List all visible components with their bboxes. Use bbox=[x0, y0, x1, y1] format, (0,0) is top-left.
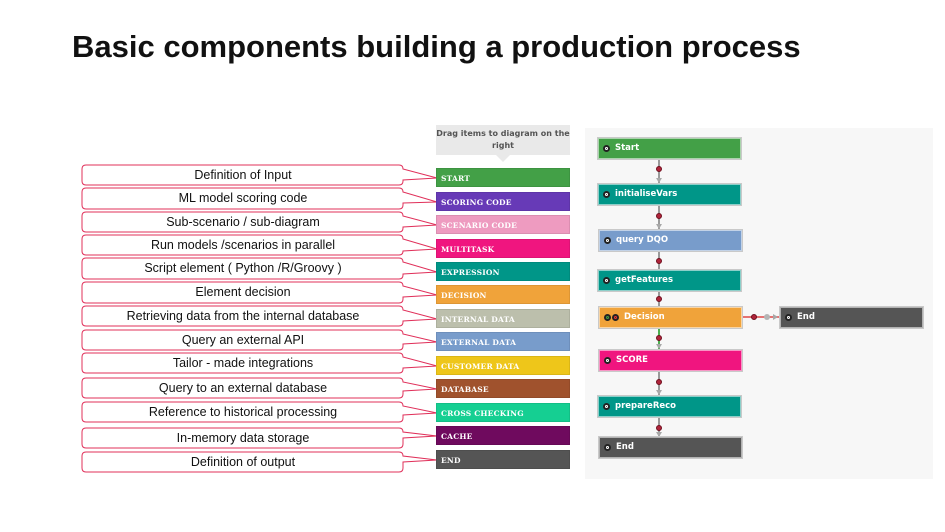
node-initialisevars[interactable]: initialiseVars bbox=[597, 183, 742, 206]
node-port-icon[interactable] bbox=[603, 191, 610, 198]
callout-start: Definition of Input bbox=[194, 168, 292, 182]
connector-handle-icon[interactable] bbox=[751, 314, 757, 320]
node-port-icon[interactable] bbox=[604, 237, 611, 244]
connector-handle-icon[interactable] bbox=[656, 335, 662, 341]
node-end[interactable]: End bbox=[598, 436, 743, 459]
node-port-icon[interactable] bbox=[603, 277, 610, 284]
node-start[interactable]: Start bbox=[597, 137, 742, 160]
node-port-icon[interactable] bbox=[785, 314, 792, 321]
palette-item-decision[interactable]: DECISION bbox=[436, 285, 570, 304]
palette-item-cross-checking[interactable]: CROSS CHECKING bbox=[436, 403, 570, 422]
connector-handle-icon[interactable] bbox=[656, 258, 662, 264]
arrow-down-icon bbox=[656, 224, 662, 229]
connector-handle-icon[interactable] bbox=[656, 166, 662, 172]
palette-item-multitask[interactable]: MULTITASK bbox=[436, 239, 570, 258]
node-label: query DQO bbox=[616, 235, 669, 245]
callout-external-data: Query an external API bbox=[181, 333, 305, 347]
connector-handle-icon[interactable] bbox=[656, 379, 662, 385]
arrow-down-icon bbox=[656, 390, 662, 395]
connector-handle-icon[interactable] bbox=[656, 425, 662, 431]
callout-cross-checking: Reference to historical processing bbox=[148, 405, 338, 419]
node-label: getFeatures bbox=[615, 275, 674, 285]
arrow-right-icon bbox=[773, 314, 778, 320]
palette-item-start[interactable]: START bbox=[436, 168, 570, 187]
node-label: End bbox=[616, 442, 634, 452]
node-label: SCORE bbox=[616, 355, 648, 365]
connector-handle-icon[interactable] bbox=[656, 213, 662, 219]
node-query-dqo[interactable]: query DQO bbox=[598, 229, 743, 252]
palette-item-scenario-code[interactable]: SCENARIO CODE bbox=[436, 215, 570, 234]
palette-item-database[interactable]: DATABASE bbox=[436, 379, 570, 398]
connector-decision-end[interactable] bbox=[742, 316, 780, 318]
palette-header: Drag items to diagram on the right bbox=[436, 125, 570, 162]
node-port-false-icon[interactable] bbox=[612, 314, 619, 321]
arrow-down-icon bbox=[656, 344, 662, 349]
node-label: End bbox=[797, 312, 815, 322]
node-label: Start bbox=[615, 143, 640, 153]
callout-scoring-code: ML model scoring code bbox=[178, 191, 308, 205]
node-port-icon[interactable] bbox=[603, 403, 610, 410]
node-port-icon[interactable] bbox=[603, 145, 610, 152]
connector-handle-icon[interactable] bbox=[656, 296, 662, 302]
palette-item-end[interactable]: END bbox=[436, 450, 570, 469]
node-port-icon[interactable] bbox=[604, 357, 611, 364]
palette-item-internal-data[interactable]: INTERNAL DATA bbox=[436, 309, 570, 328]
node-getfeatures[interactable]: getFeatures bbox=[597, 269, 742, 292]
connector-midpoint-icon[interactable] bbox=[764, 314, 770, 320]
callout-end: Definition of output bbox=[190, 455, 296, 469]
node-port-icon[interactable] bbox=[604, 444, 611, 451]
callout-internal-data: Retrieving data from the internal databa… bbox=[126, 309, 360, 323]
arrow-down-icon bbox=[656, 178, 662, 183]
callout-multitask: Run models /scenarios in parallel bbox=[150, 238, 336, 252]
callout-scenario-code: Sub-scenario / sub-diagram bbox=[166, 215, 320, 229]
node-score[interactable]: SCORE bbox=[598, 349, 743, 372]
node-label: prepareReco bbox=[615, 401, 677, 411]
callout-expression: Script element ( Python /R/Groovy ) bbox=[144, 261, 342, 275]
palette-item-external-data[interactable]: EXTERNAL DATA bbox=[436, 332, 570, 351]
node-preparereco[interactable]: prepareReco bbox=[597, 395, 742, 418]
callout-database: Query to an external database bbox=[158, 381, 328, 395]
palette-item-cache[interactable]: CACHE bbox=[436, 426, 570, 445]
arrow-down-icon bbox=[656, 432, 662, 437]
palette-item-expression[interactable]: EXPRESSION bbox=[436, 262, 570, 281]
diagram-canvas[interactable] bbox=[585, 128, 933, 479]
page-title: Basic components building a production p… bbox=[72, 29, 801, 64]
node-end-branch[interactable]: End bbox=[779, 306, 924, 329]
node-label: initialiseVars bbox=[615, 189, 678, 199]
palette-item-customer-data[interactable]: CUSTOMER DATA bbox=[436, 356, 570, 375]
node-label: Decision bbox=[624, 312, 665, 322]
node-port-true-icon[interactable] bbox=[604, 314, 611, 321]
palette-item-scoring-code[interactable]: SCORING CODE bbox=[436, 192, 570, 211]
callout-decision: Element decision bbox=[195, 285, 291, 299]
callout-customer-data: Tailor - made integrations bbox=[172, 356, 314, 370]
node-decision[interactable]: Decision bbox=[598, 306, 743, 329]
callout-cache: In-memory data storage bbox=[176, 431, 310, 445]
